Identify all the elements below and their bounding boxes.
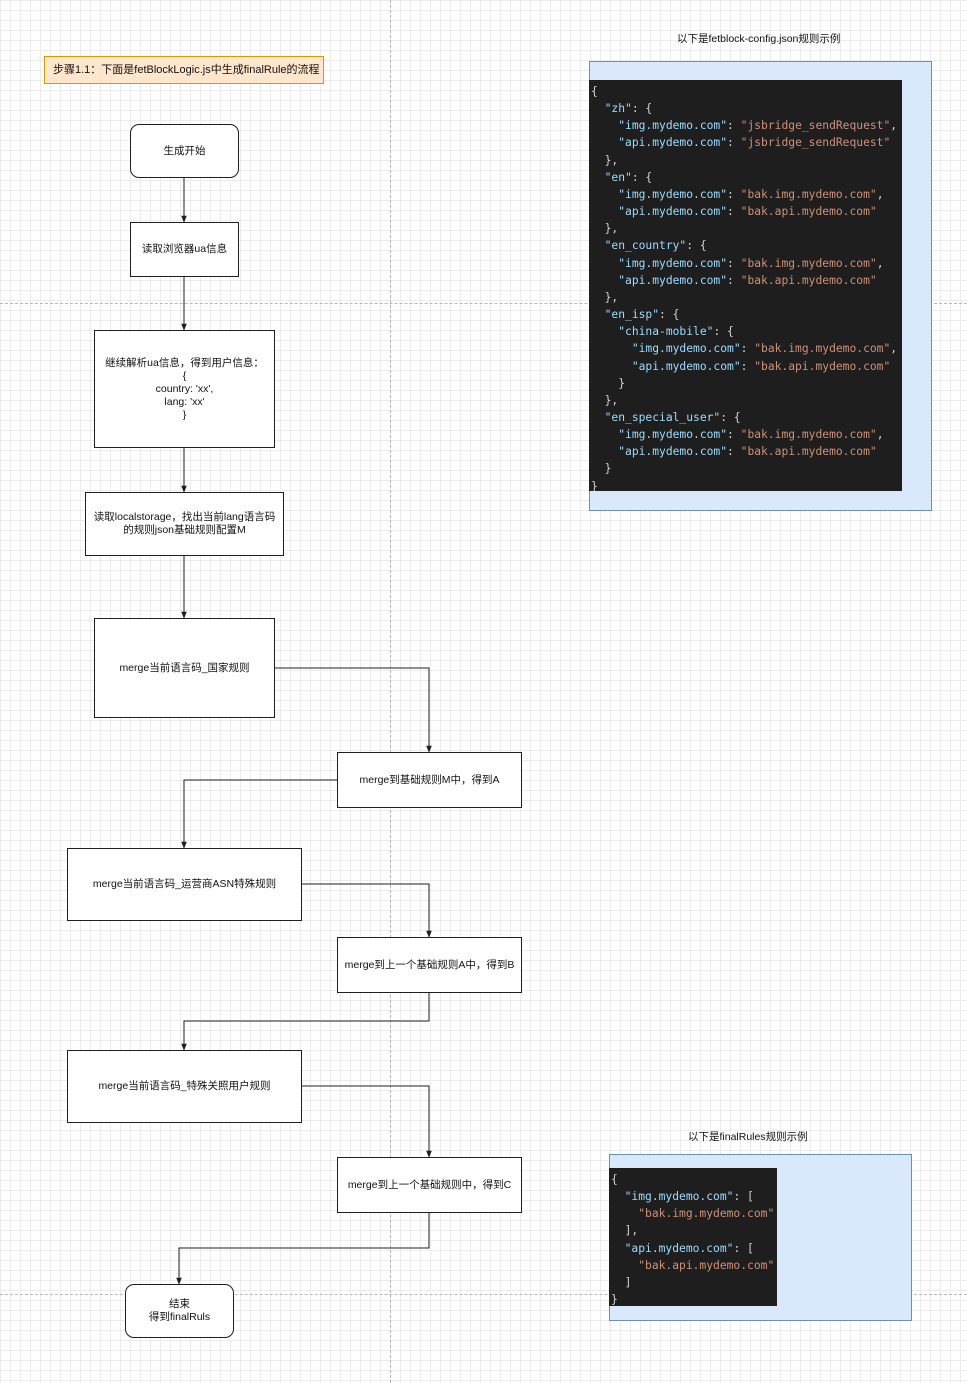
config-code-line: "api.mydemo.com": "bak.api.mydemo.com"	[618, 205, 877, 219]
config-code-line: },	[591, 290, 619, 304]
final-code-line: "bak.api.mydemo.com"	[638, 1258, 775, 1272]
config-code-line: },	[591, 393, 619, 407]
config-code-line: },	[591, 153, 619, 167]
config-code-line: "api.mydemo.com": "bak.api.mydemo.com"	[631, 359, 891, 373]
node-read-localstorage[interactable]: 读取localstorage，找出当前lang语言码 的规则json基础规则配置…	[85, 492, 284, 556]
config-code-line: "img.mydemo.com": "bak.img.mydemo.com",	[618, 187, 884, 201]
final-code-line: ],	[611, 1224, 639, 1238]
config-code-line: "api.mydemo.com": "bak.api.mydemo.com"	[618, 273, 877, 287]
config-code-line: "api.mydemo.com": "jsbridge_sendRequest"	[618, 136, 891, 150]
final-code-line: "api.mydemo.com": [	[624, 1241, 754, 1255]
config-code-line: "en": {	[604, 170, 653, 184]
node-merge-to-a[interactable]: merge到基础规则M中，得到A	[337, 752, 522, 808]
config-code-line: "en_country": {	[604, 239, 707, 253]
final-code-line: "img.mydemo.com": [	[624, 1190, 754, 1204]
node-merge-special-user[interactable]: merge当前语言码_特殊关照用户规则	[67, 1050, 302, 1123]
final-code-line: "bak.img.mydemo.com"	[638, 1207, 775, 1221]
edge-merge-country-to-merge-a	[274, 667, 432, 753]
config-code-line: }	[591, 462, 612, 476]
config-code-line: "api.mydemo.com": "bak.api.mydemo.com"	[618, 445, 877, 459]
edge-merge-asn-to-merge-b	[301, 883, 432, 938]
config-code-line: {	[591, 85, 598, 98]
final-code-line: {	[611, 1173, 618, 1186]
node-read-ua[interactable]: 读取浏览器ua信息	[130, 222, 239, 277]
page-guide-vertical	[390, 0, 391, 1383]
config-code-line: "zh": {	[604, 102, 653, 116]
final-code-line: }	[611, 1293, 618, 1306]
config-code-line: "img.mydemo.com": "jsbridge_sendRequest"…	[618, 119, 898, 133]
final-code-line: ]	[611, 1275, 632, 1289]
config-code-line: "img.mydemo.com": "bak.img.mydemo.com",	[618, 256, 884, 270]
edge-merge-b-to-merge-special	[181, 992, 430, 1051]
edge-merge-c-to-end	[176, 1213, 430, 1285]
config-code-line: },	[591, 222, 619, 236]
config-code-line: }	[591, 479, 598, 491]
node-parse-ua[interactable]: 继续解析ua信息，得到用户信息： { country: 'xx', lang: …	[94, 330, 275, 448]
node-start[interactable]: 生成开始	[130, 124, 239, 178]
config-example-caption: 以下是fetblock-config.json规则示例	[677, 33, 841, 45]
config-code-line: "img.mydemo.com": "bak.img.mydemo.com",	[631, 342, 898, 356]
config-code-line: "en_isp": {	[604, 308, 680, 322]
config-code-line: "img.mydemo.com": "bak.img.mydemo.com",	[618, 428, 884, 442]
final-example-caption: 以下是finalRules规则示例	[688, 1131, 808, 1143]
node-end[interactable]: 结束 得到finalRuls	[125, 1284, 234, 1338]
config-code-line: "china-mobile": {	[618, 325, 734, 339]
page-guide-horizontal-top	[0, 303, 967, 304]
node-merge-country[interactable]: merge当前语言码_国家规则	[94, 618, 275, 718]
config-code-line: "en_special_user": {	[604, 410, 741, 424]
config-code-line: }	[591, 376, 626, 390]
edge-merge-special-to-merge-c	[301, 1085, 432, 1158]
diagram-title: 步骤1.1：下面是fetBlockLogic.js中生成finalRule的流程	[44, 56, 324, 84]
final-example-code: { "img.mydemo.com": [ "bak.img.mydemo.co…	[609, 1168, 777, 1306]
node-merge-asn[interactable]: merge当前语言码_运营商ASN特殊规则	[67, 848, 302, 921]
page-guide-horizontal-bottom	[0, 1294, 967, 1295]
node-merge-to-c[interactable]: merge到上一个基础规则中，得到C	[337, 1157, 522, 1213]
edge-merge-a-to-merge-asn	[181, 779, 337, 849]
config-example-code: { "zh": { "img.mydemo.com": "jsbridge_se…	[589, 80, 902, 491]
node-merge-to-b[interactable]: merge到上一个基础规则A中，得到B	[337, 937, 522, 993]
